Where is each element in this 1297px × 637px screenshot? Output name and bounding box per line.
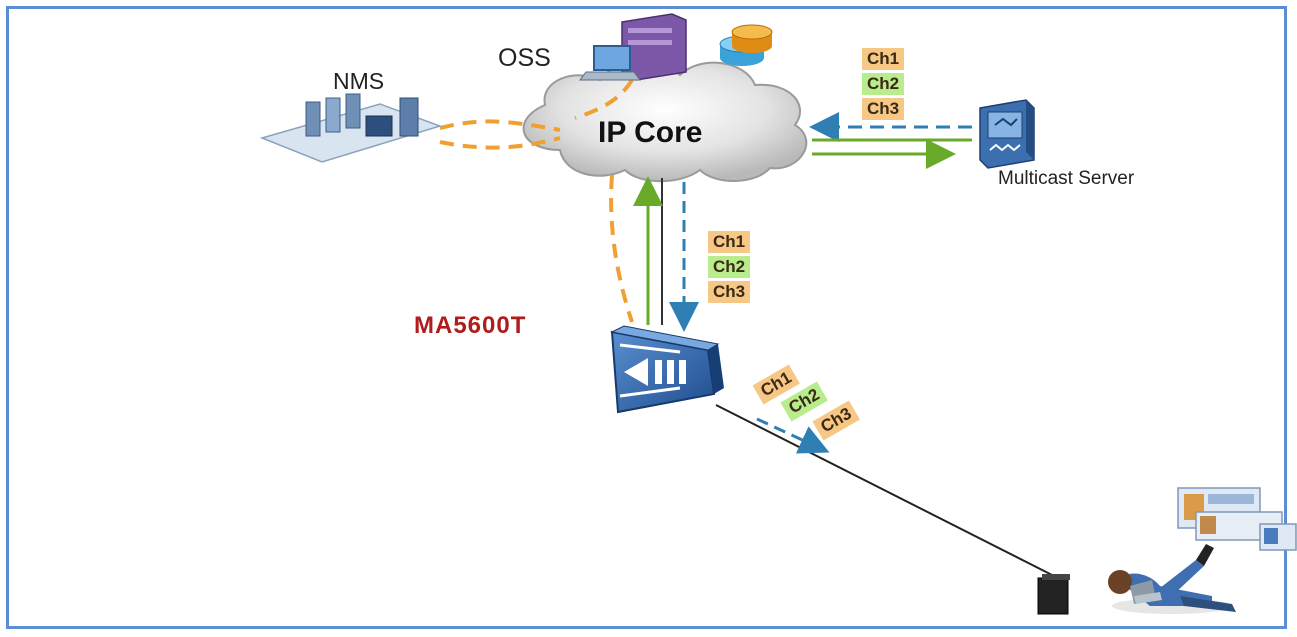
access-line: [715, 404, 1059, 579]
multicast-server-icon: [979, 99, 1035, 169]
management-links: [439, 78, 634, 323]
ip-core-cloud: [522, 60, 808, 183]
server-database-icon: [579, 13, 773, 81]
channel-tag: Ch3: [708, 281, 751, 303]
channel-tag: Ch2: [862, 73, 905, 95]
nms-link-lower: [439, 136, 561, 150]
nms-label: NMS: [333, 68, 385, 94]
server-links: [809, 112, 972, 169]
channel-tag: Ch2: [708, 256, 751, 278]
channel-tag: Ch1: [708, 231, 751, 253]
network-management-servers-icon: [259, 93, 443, 163]
subscriber-multicast-arrow: [756, 417, 830, 454]
diagram-frame: [6, 6, 1287, 629]
subscriber-with-laptop-icon: [1108, 544, 1236, 614]
channel-tag: Ch3: [862, 98, 905, 120]
oss-label: OSS: [498, 44, 551, 72]
ma5600t-label: MA5600T: [414, 312, 527, 339]
ip-core-label: IP Core: [598, 116, 703, 149]
olt-device-icon: [610, 325, 724, 414]
olt-management-link: [609, 174, 634, 323]
set-top-box-icon: [1037, 574, 1070, 615]
channel-tag: Ch1: [862, 48, 905, 70]
nms-link-upper: [439, 119, 561, 132]
vertical-links: [633, 176, 699, 332]
multicast-server-label: Multicast Server: [998, 168, 1135, 189]
video-screens-icon: [1177, 487, 1297, 551]
oss-link: [574, 78, 634, 120]
